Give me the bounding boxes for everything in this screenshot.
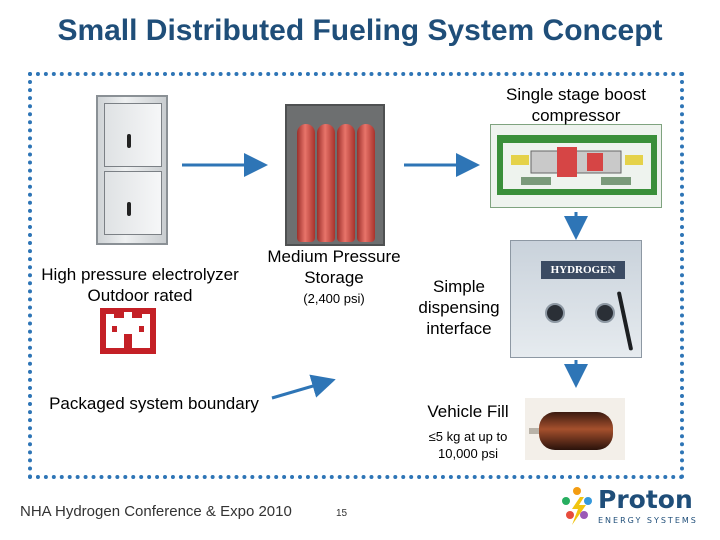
dispenser-panel-label: HYDROGEN: [541, 261, 625, 279]
system-boundary: [28, 72, 684, 479]
dispensing-label: Simple dispensing interface: [418, 277, 500, 338]
storage-cylinders-image: [285, 104, 385, 246]
boundary-label: Packaged system boundary: [49, 394, 259, 413]
storage-label: Medium Pressure Storage (2,400 psi): [267, 247, 401, 306]
compressor-diagram-image: [490, 124, 662, 208]
page-number: 15: [336, 508, 348, 519]
proton-logo: Proton ENERGY SYSTEMS: [558, 485, 708, 529]
dispenser-image: HYDROGEN: [510, 240, 642, 358]
logo-subtitle: ENERGY SYSTEMS: [598, 516, 698, 525]
electrolyzer-cabinet-image: [96, 95, 168, 245]
electrolyzer-label: High pressure electrolyzer Outdoor rated: [41, 265, 239, 305]
hydrogen-tank-image: [525, 398, 625, 460]
vehicle-label: Vehicle Fill ≤5 kg at up to 10,000 psi: [427, 402, 509, 461]
army-corps-castle-logo: [100, 308, 156, 354]
arrow-boundary-pointer: [271, 374, 336, 400]
footer-text: NHA Hydrogen Conference & Expo 2010: [20, 503, 292, 520]
logo-name: Proton: [598, 485, 693, 514]
slide-title: Small Distributed Fueling System Concept: [57, 14, 663, 47]
compressor-label: Single stage boost compressor: [506, 85, 646, 125]
